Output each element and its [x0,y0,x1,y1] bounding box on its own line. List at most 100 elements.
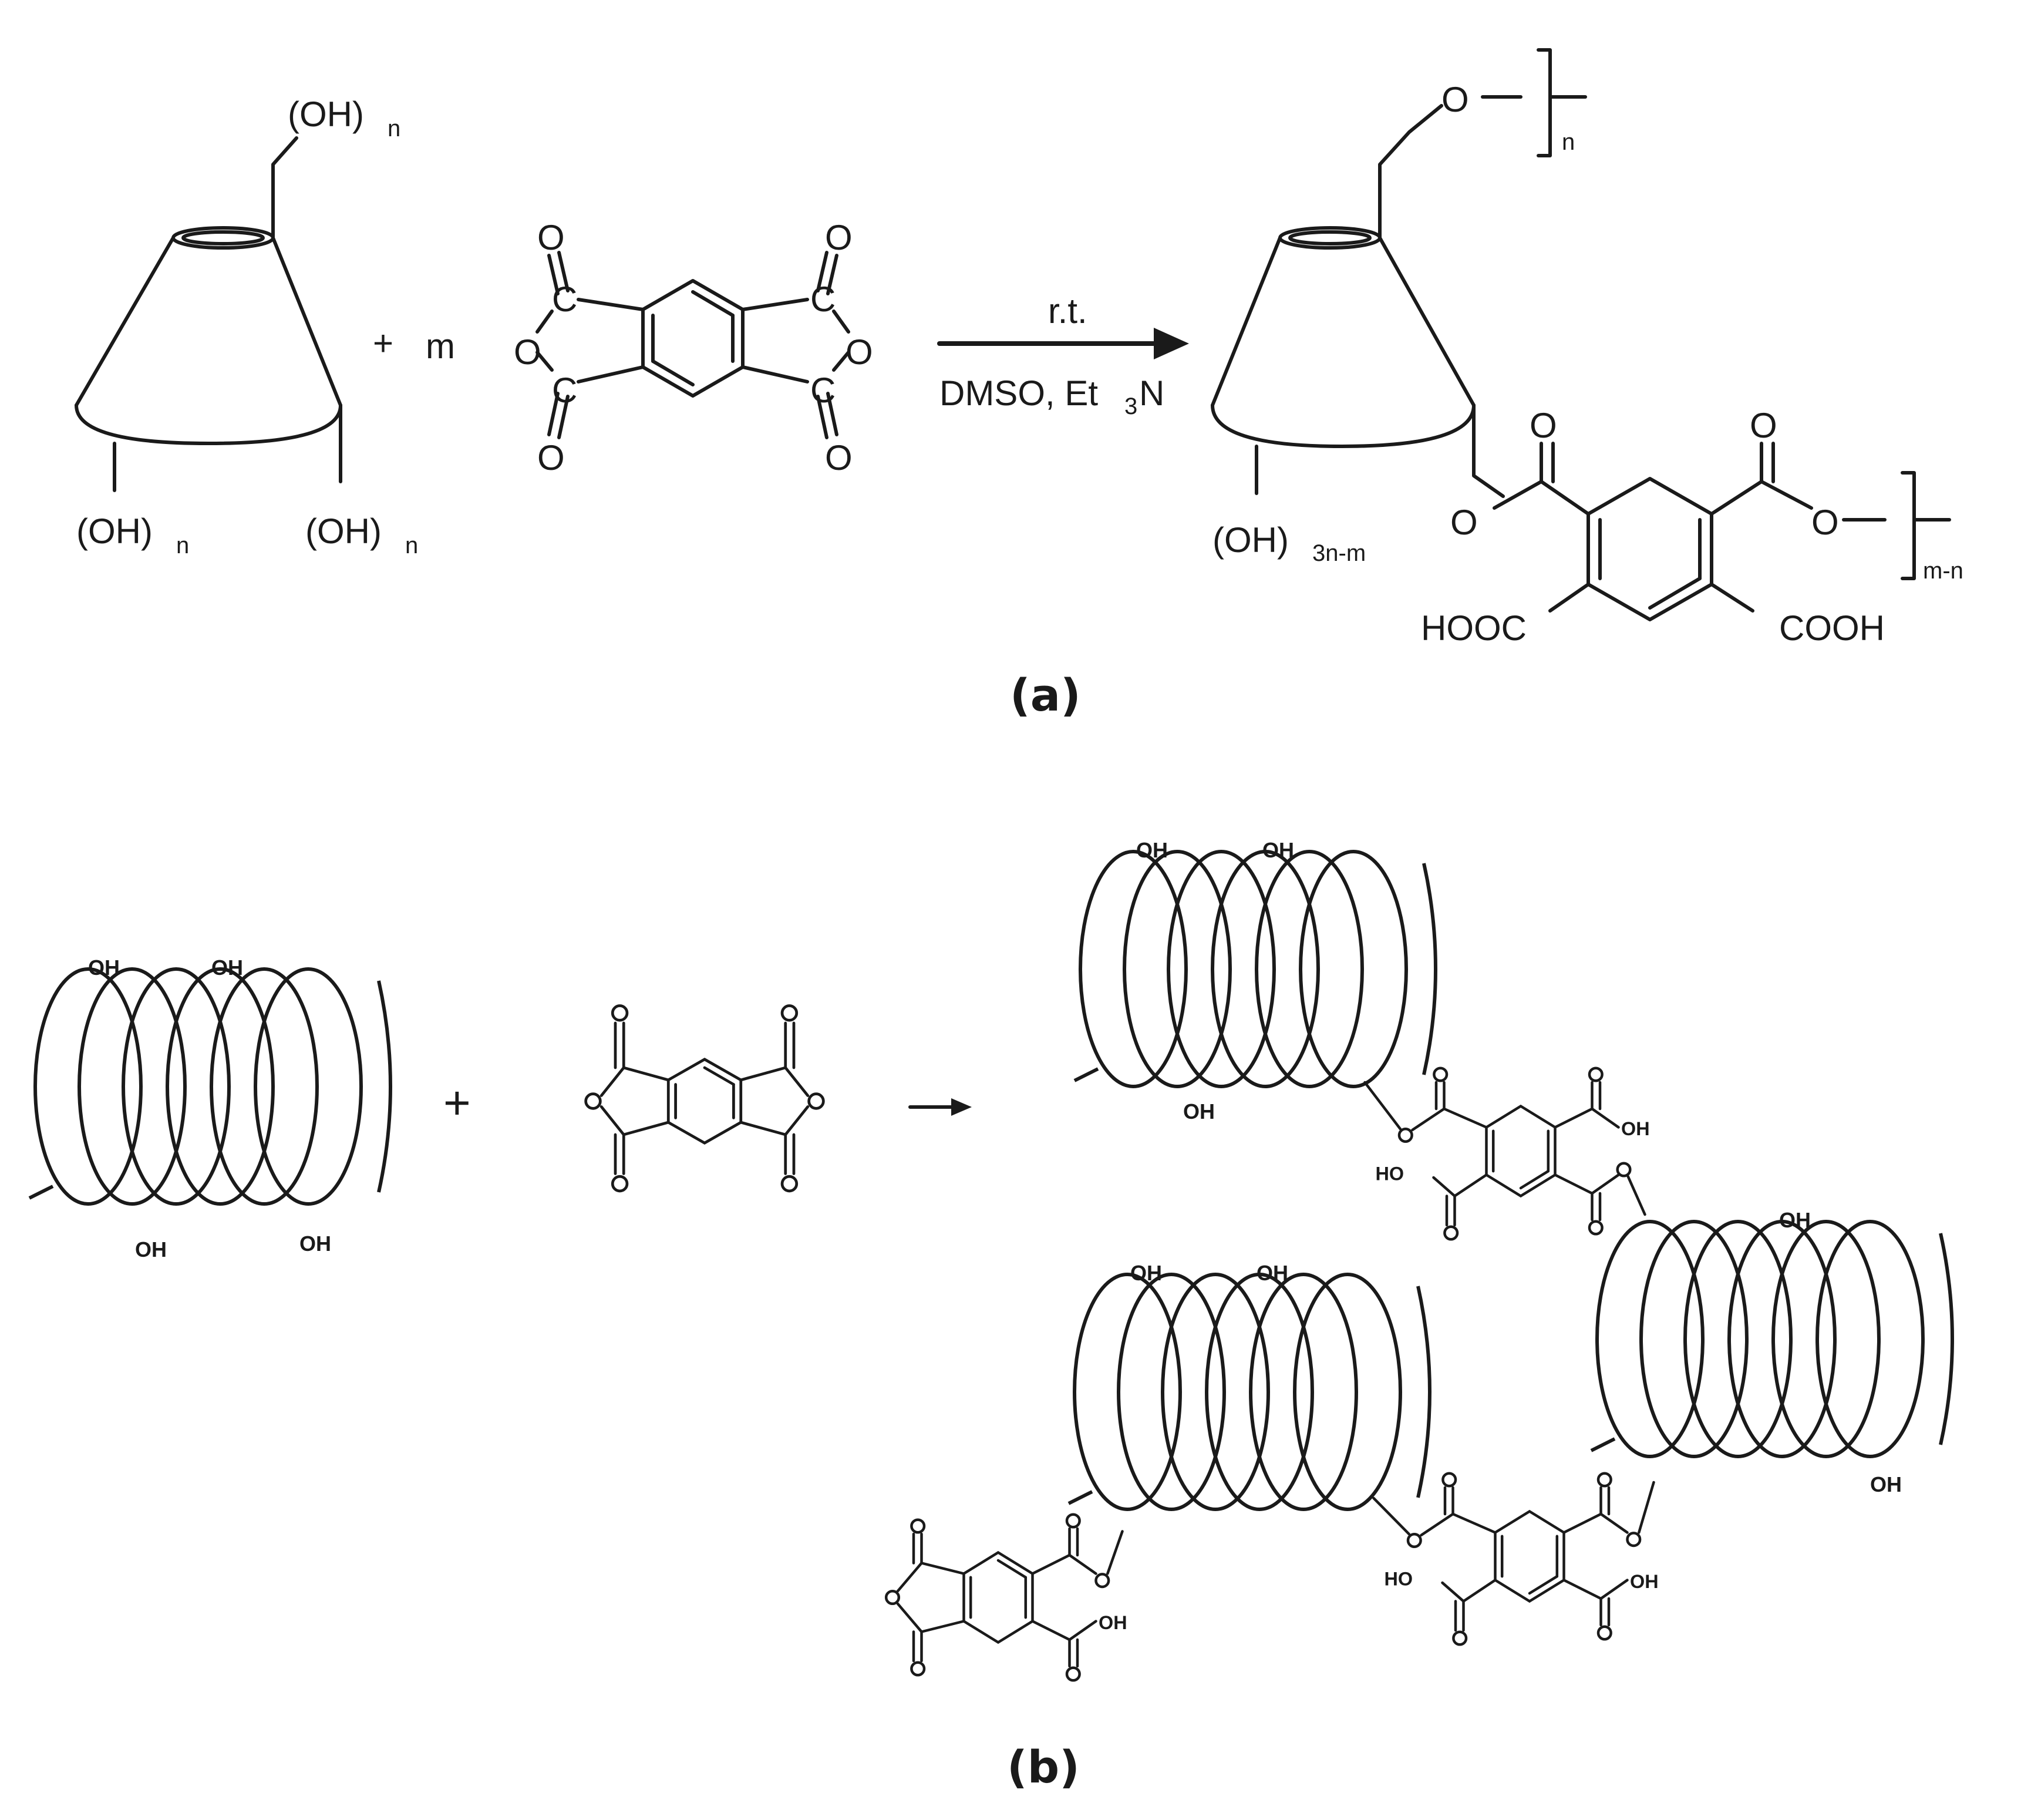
helix-tail [1067,1490,1093,1505]
terminal-oh: OH [1099,1612,1127,1633]
pmda-a-o6: O [846,332,873,372]
product-carbonyl-o2: O [1750,406,1777,445]
pmda-a-c2: C [810,280,836,319]
helix-coil-loop [1683,1220,1793,1458]
helix-coil-loop [1117,1273,1226,1511]
plus-sign-a: + [373,324,393,363]
pmda-molecule-b [584,1004,825,1193]
part-b-scheme: OH OH OH OH + [28,838,1954,1793]
cyclodextrin-reactant: (OH) n (OH) n (OH) n [75,95,418,559]
helix-coil-loop [1073,1273,1182,1511]
helix-coil-loop [78,967,187,1206]
product-carbonyl-o1: O [1530,406,1557,445]
pmda-a-c3: C [552,371,577,410]
arrow-condition-subscript: 3 [1124,393,1137,419]
arrow-condition-rt: r.t. [1048,291,1087,331]
helix-coil-loop [1205,1273,1314,1511]
helix-end-arc [1939,1233,1954,1445]
helix-coil-loop [166,967,275,1206]
pmda-molecule-a: O O O O C C C C O O [514,218,873,477]
helix-coil-loop [1255,850,1364,1088]
pmda-terminal: OH [884,1513,1127,1682]
helix-r-oh2: OH [211,956,243,980]
linker1-ho: HO [1376,1163,1404,1185]
helix-end-arc [1416,1286,1431,1498]
helix-coil-loop [1249,1273,1358,1511]
helix-r-oh1: OH [88,956,120,980]
helix-b-oh2: OH [1257,1261,1288,1285]
helix-coil-loop [254,967,363,1206]
helix-coil-loop [1293,1273,1402,1511]
caption-b: (b) [1007,1741,1080,1793]
helix-t-oh1: OH [1136,838,1168,862]
linker2-oh: OH [1630,1571,1659,1592]
helix-end-arc [1422,863,1437,1075]
bottom-left-oh-subscript: n [176,533,189,559]
pmda-linker-upper: OH HO [1363,1067,1650,1241]
helix-r-oh3: OH [135,1237,167,1261]
helix-coil-loop [210,967,319,1206]
product-top-o: O [1441,80,1469,119]
helix-reactant: OH OH OH OH [28,956,392,1261]
pmda-a-o3: O [537,438,565,477]
helix-tail [1590,1437,1616,1452]
helix-coil-loop [1639,1220,1749,1458]
helix-coil-loop [1771,1220,1881,1458]
helix-product-top: OH OH OH [1073,838,1437,1123]
pmda-a-c1: C [552,280,577,319]
top-oh-subscript: n [388,116,400,142]
helix-tail [1073,1067,1099,1082]
arrow-condition-n: N [1139,374,1164,413]
arrow-condition-solvent: DMSO, Et [939,374,1098,413]
pmda-a-c4: C [810,371,836,410]
helix-coil-loop [1167,850,1276,1088]
bottom-right-oh-label: (OH) [305,512,382,551]
multiplier-m: m [426,327,455,366]
cyclodextrin-product: O n (OH) 3n-m O O O O m-n [1211,48,1963,648]
bracket-mn-subscript: m-n [1923,558,1963,584]
product-oh-label: (OH) [1212,520,1289,560]
helix-t-oh3: OH [1183,1099,1215,1123]
helix-coil-loop [1211,850,1320,1088]
linker2-ho: HO [1385,1569,1413,1590]
helix-coil-loop [1595,1220,1705,1458]
helix-coil-loop [122,967,231,1206]
bottom-right-oh-subscript: n [405,533,418,559]
helix-coil-loop [1123,850,1232,1088]
helix-coil-loop [1815,1220,1925,1458]
pmda-a-o1: O [537,218,565,257]
cooh-label: COOH [1779,608,1885,648]
product-oh-subscript: 3n-m [1312,540,1366,566]
plus-sign-b: + [443,1076,471,1129]
helix-m-oh1: OH [1779,1208,1811,1232]
bottom-left-oh-label: (OH) [76,512,153,551]
helix-product-middle: OH OH [1590,1208,1954,1496]
hooc-label: HOOC [1421,608,1527,648]
helix-coil-loop [33,967,143,1206]
pmda-a-o4: O [825,438,853,477]
product-ester-o1: O [1450,503,1478,542]
part-a-scheme: (OH) n (OH) n (OH) n + m [75,48,1963,721]
helix-product-bottom: OH OH [1067,1261,1431,1511]
reaction-arrow-b [908,1098,972,1116]
helix-b-oh1: OH [1130,1261,1162,1285]
helix-coil-loop [1161,1273,1270,1511]
helix-tail [28,1185,54,1200]
reaction-arrow-a: r.t. DMSO, Et 3 N [937,291,1189,419]
bracket-n-subscript: n [1562,129,1575,155]
pmda-linker-lower: HO OH [1372,1472,1659,1646]
helix-coil-loop [1079,850,1188,1088]
pmda-a-o2: O [825,218,853,257]
helix-coil-loop [1727,1220,1837,1458]
caption-a: (a) [1010,669,1081,721]
top-oh-label: (OH) [288,95,364,134]
helix-r-oh4: OH [299,1232,331,1256]
linker1-oh: OH [1621,1118,1650,1139]
helix-end-arc [377,980,392,1193]
helix-m-oh2: OH [1870,1472,1902,1496]
product-ester-o2: O [1811,503,1839,542]
pmda-a-o5: O [514,332,541,372]
helix-coil-loop [1299,850,1408,1088]
helix-t-oh2: OH [1262,838,1294,862]
